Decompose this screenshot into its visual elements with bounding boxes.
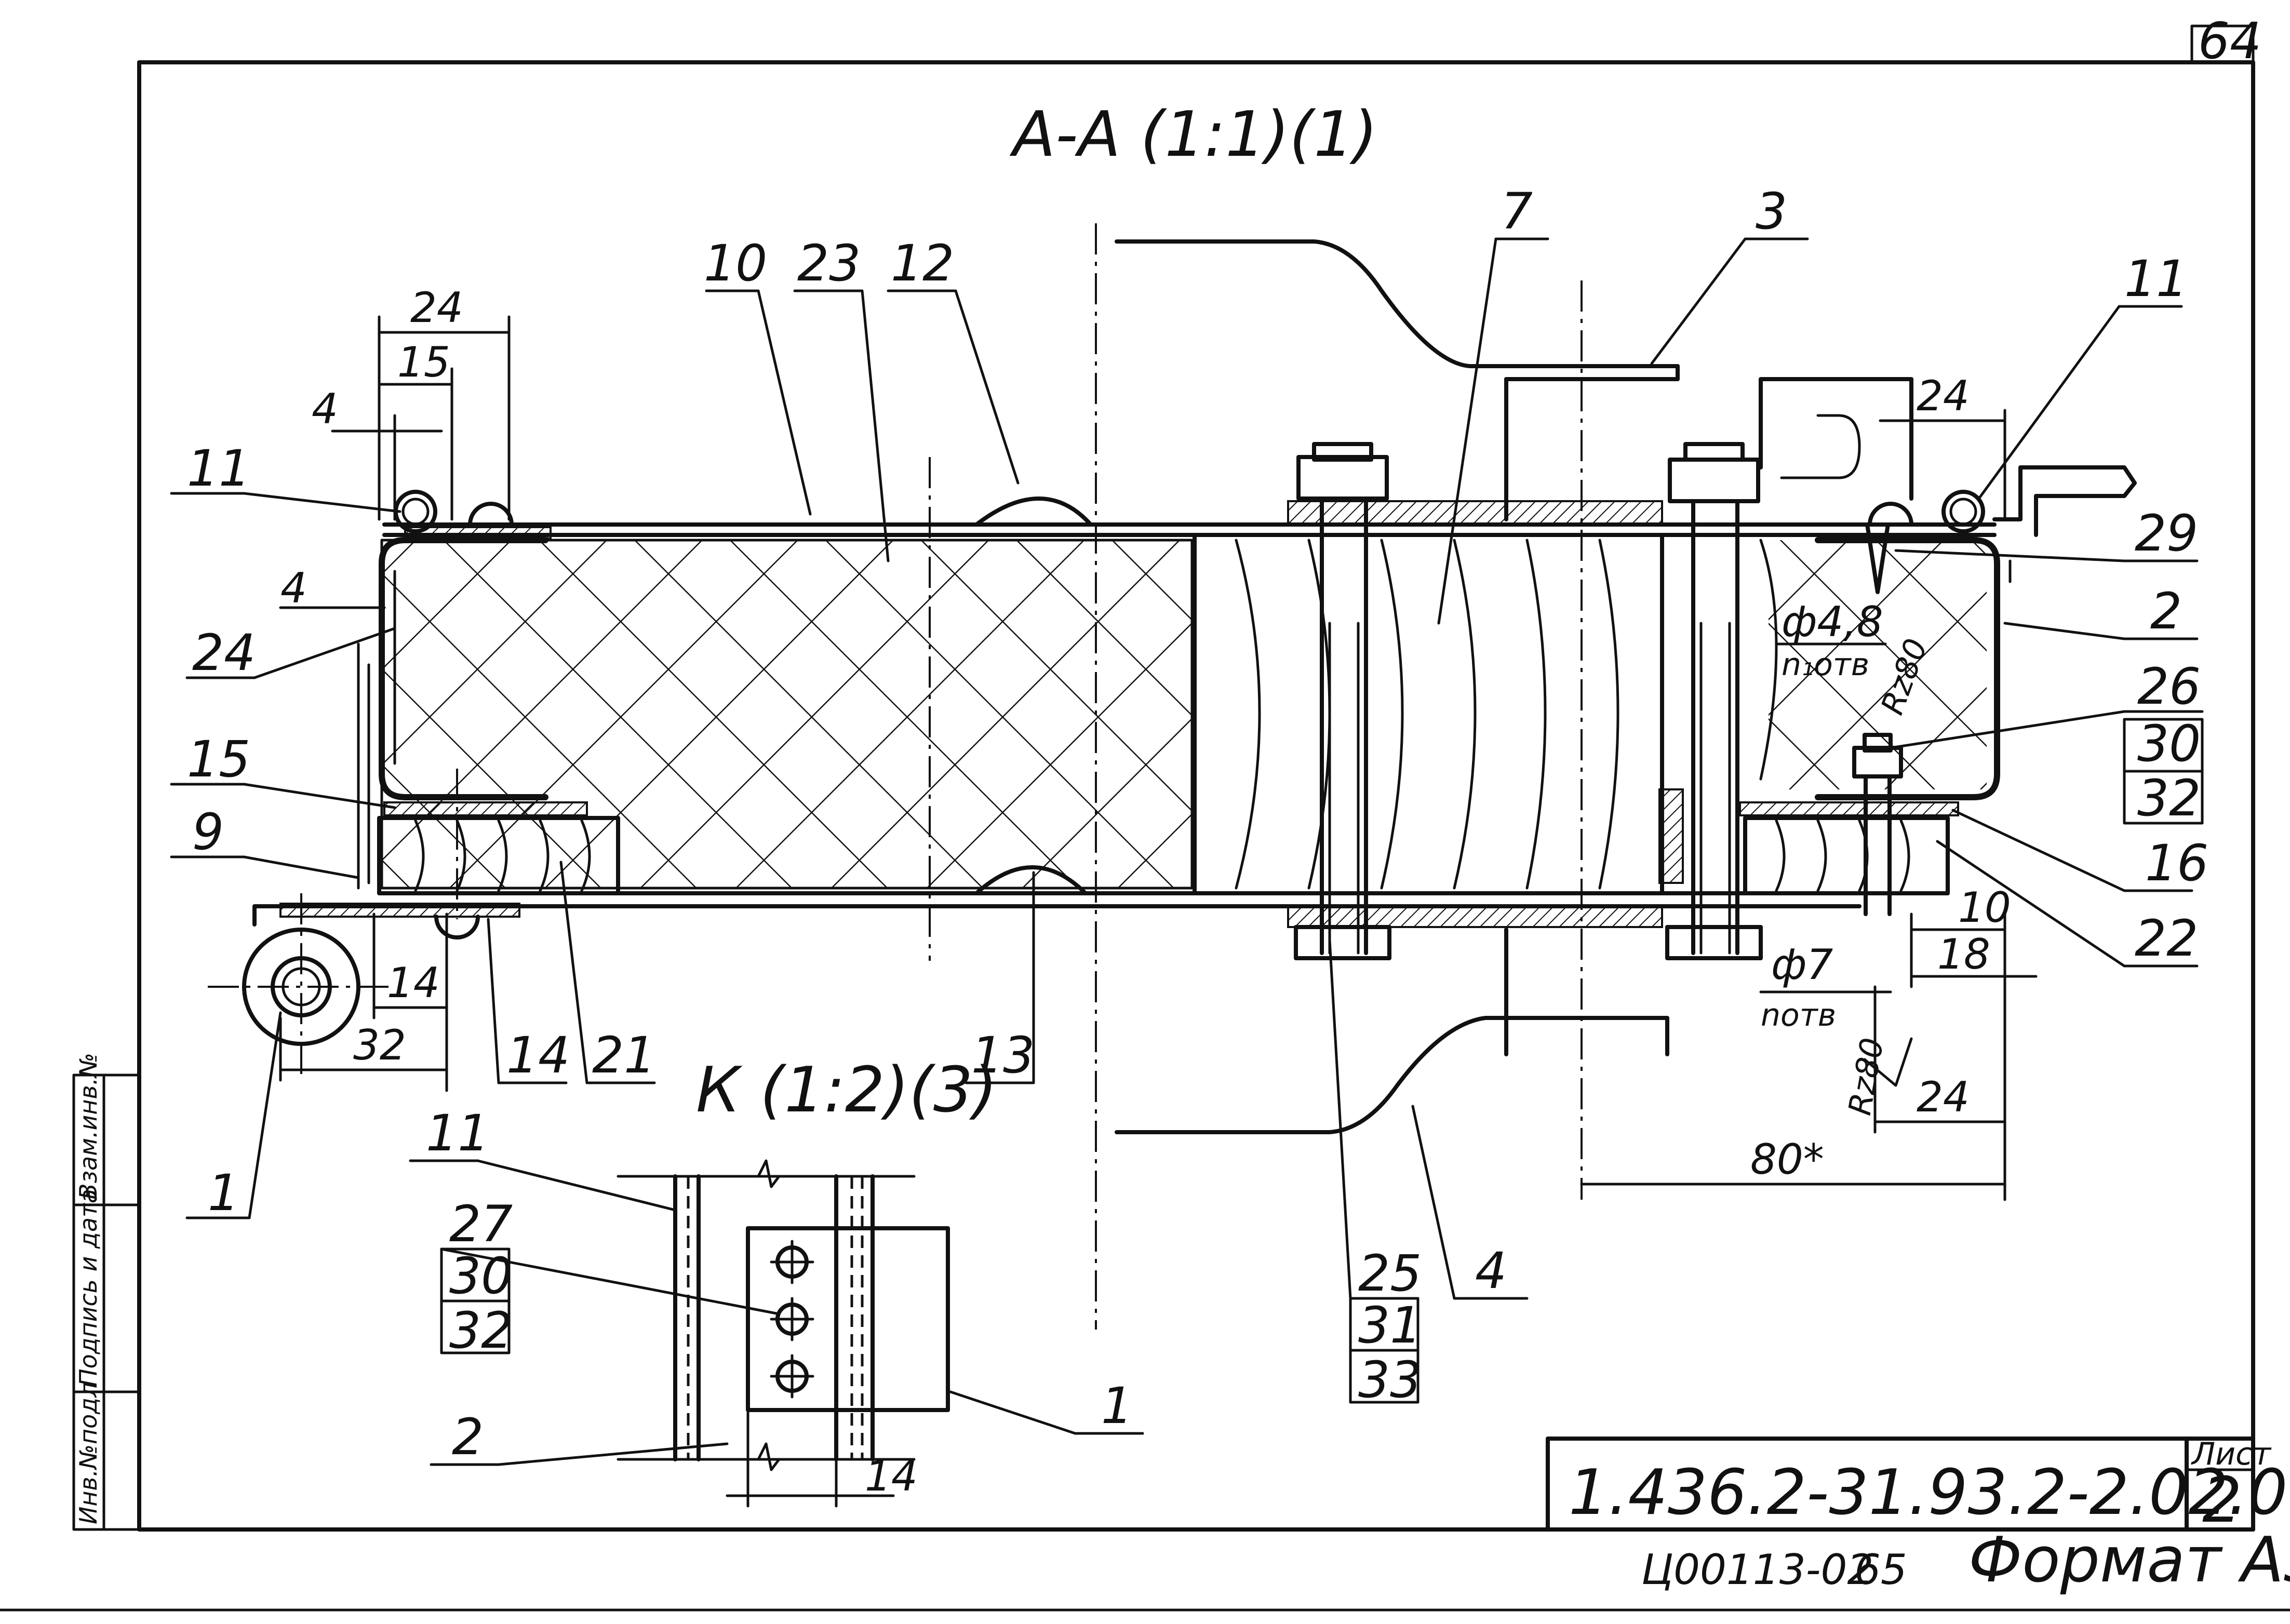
dimensions: 24 15 4 4 14 32 24 10 18 24: [279, 284, 2038, 1201]
dim-4-top: 4: [312, 385, 338, 433]
footer-format: Формат А3: [1968, 1524, 2290, 1596]
callout-31: 31: [1358, 1296, 1422, 1354]
callout-2-detail: 2: [452, 1408, 484, 1466]
bracket-bottom: [1115, 1016, 1669, 1134]
left-channel: [379, 537, 548, 800]
rivet-29: [1865, 522, 1890, 594]
hole2-diameter: ф7: [1771, 941, 1833, 989]
detail-k: 14 11 27 30 32 2 1: [409, 1104, 1144, 1508]
margin-replace-inv: Взам.инв.№: [74, 1053, 102, 1200]
dim-4-left: 4: [280, 564, 307, 612]
dim-15-top: 15: [397, 338, 450, 386]
bolt-left: [1294, 442, 1391, 960]
wood-block: [1193, 533, 1664, 895]
callout-11-right: 11: [2124, 250, 2188, 308]
title-block: 1.436.2-31.93.2-2.02.00.00 СБ Лист 2: [1546, 1436, 2290, 1537]
wood-bar-right: [1743, 816, 1950, 895]
sheet-number-box: 64: [2190, 12, 2261, 70]
callout-16: 16: [2145, 834, 2208, 892]
strip-bottom-bolt: [1287, 905, 1663, 928]
dim-24-right-bottom: 24: [1917, 1073, 1970, 1121]
callout-33: 33: [1358, 1351, 1422, 1409]
bolt-right: [1665, 442, 1763, 960]
callout-11-detail: 11: [426, 1104, 489, 1162]
callout-23: 23: [797, 234, 861, 292]
screw-right: [1852, 522, 1903, 916]
strip-top-left: [404, 526, 552, 540]
right-channel: [1815, 537, 2000, 800]
roller: [208, 893, 511, 1080]
insulation-core-left: [382, 540, 1192, 888]
strip-mid-left: [383, 801, 588, 816]
dim-32-bottom: 32: [353, 1021, 406, 1069]
section-aa: [208, 223, 2137, 1330]
callout-2: 2: [2150, 582, 2182, 640]
section-title: А-А (1:1)(1): [1009, 99, 1377, 171]
detail-title: К (1:2)(3): [696, 1054, 997, 1126]
footer-page: 65: [1854, 1546, 1907, 1594]
callout-26: 26: [2137, 657, 2201, 716]
dim-10: 10: [1958, 883, 2011, 932]
callout-4: 4: [1475, 1242, 1507, 1300]
seal-left: [468, 502, 514, 527]
sheet-frame: [0, 60, 2290, 1612]
dim-24-top: 24: [410, 284, 463, 332]
margin-column: Инв.№подл Подпись и дата Взам.инв.№: [72, 1053, 141, 1531]
callout-25: 25: [1358, 1244, 1422, 1303]
hole2-count: nотв: [1761, 997, 1836, 1034]
callout-7: 7: [1501, 182, 1533, 240]
callout-1-detail: 1: [1101, 1377, 1133, 1435]
bead-bottom: [974, 865, 1088, 895]
callout-3: 3: [1756, 182, 1787, 240]
callout-30-detail: 30: [449, 1247, 513, 1305]
margin-inv-original: Инв.№подл: [74, 1383, 102, 1524]
dim-80: 80*: [1750, 1135, 1824, 1184]
callout-27: 27: [449, 1195, 513, 1253]
callout-30: 30: [2137, 715, 2201, 773]
tube-right: [1941, 490, 1985, 533]
detail-plate: [746, 1226, 950, 1412]
callout-10: 10: [704, 234, 767, 292]
dim-24-right-top: 24: [1917, 372, 1970, 420]
hole1-count: n₁отв: [1782, 647, 1869, 683]
sheet-number: 64: [2198, 12, 2261, 70]
callouts: 11 24 15 9 1 14 21 10 23 12 13 7: [170, 182, 2208, 1409]
callout-13: 13: [971, 1026, 1035, 1084]
dim-18: 18: [1937, 930, 1990, 978]
bead-top: [974, 496, 1093, 527]
drawing-designation: 1.436.2-31.93.2-2.02.00.00 СБ: [1569, 1457, 2290, 1529]
dim-14-bottom: 14: [387, 959, 440, 1007]
seal-right: [1868, 502, 1913, 527]
callout-32: 32: [2137, 769, 2201, 827]
callout-1: 1: [208, 1164, 239, 1222]
strip-mid-right: [1739, 801, 1959, 816]
hole1-diameter: ф4,8: [1782, 598, 1883, 646]
callout-29: 29: [2135, 504, 2198, 562]
detail-holes: [770, 1240, 814, 1399]
sheet-value: 2: [2202, 1465, 2242, 1537]
callout-11-left: 11: [187, 439, 250, 498]
callout-15: 15: [187, 730, 250, 788]
bracket-box: [1759, 377, 1913, 501]
bracket-top: [1115, 239, 1680, 368]
sheet-label: Лист: [2191, 1436, 2272, 1472]
callout-14: 14: [506, 1026, 570, 1084]
footer: Ц00113-02 65 Формат А3: [1641, 1524, 2290, 1596]
callout-12: 12: [891, 234, 954, 292]
strip-top-bolt: [1287, 500, 1663, 526]
dim-14-detail: 14: [865, 1452, 918, 1500]
callout-24: 24: [192, 624, 256, 682]
wood-bar-left: [377, 816, 620, 895]
callout-9: 9: [192, 803, 224, 861]
callout-32-detail: 32: [449, 1301, 513, 1360]
margin-signature-date: Подпись и дата: [74, 1189, 102, 1387]
seal-bottom: [434, 915, 480, 939]
callout-21: 21: [592, 1026, 655, 1084]
footer-code: Ц00113-02: [1641, 1546, 1873, 1594]
callout-22: 22: [2135, 909, 2198, 968]
latch-plate: [1992, 465, 2137, 537]
